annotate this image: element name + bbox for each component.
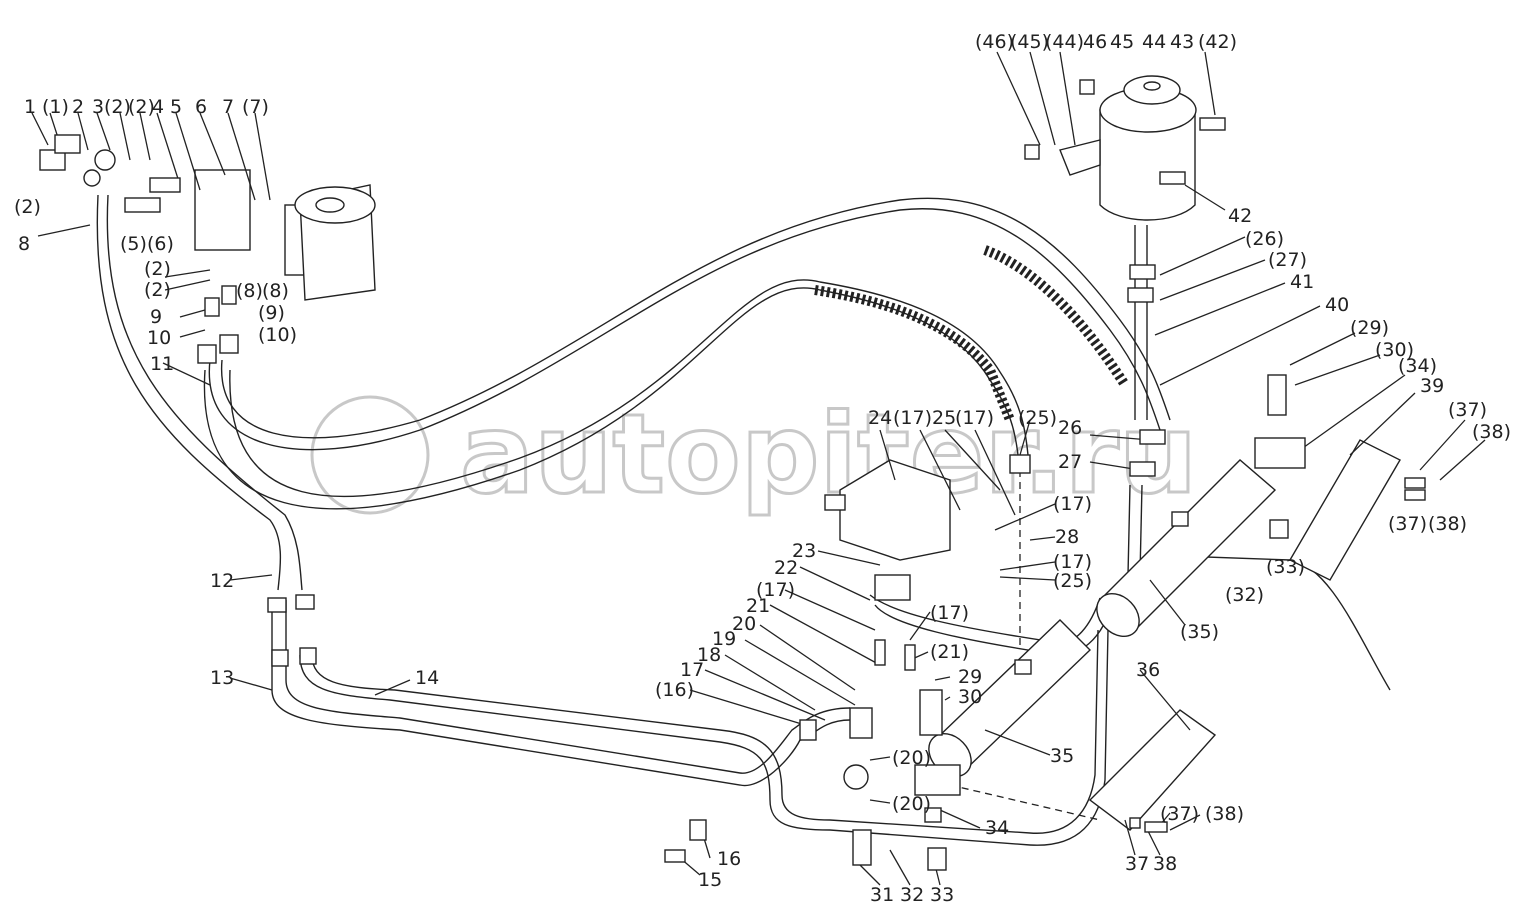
mounting-brackets [1088, 439, 1401, 831]
callout-labels: 1 (1) 2 3 (2) (2) 4 5 6 7 (7) (2) 8 (5) … [14, 31, 1511, 906]
callout-38-paren: (38) [1472, 421, 1511, 443]
callout-5: 5 [170, 96, 182, 118]
callout-45: 45 [1110, 31, 1134, 53]
callout-18: 18 [697, 644, 721, 666]
callout-44: 44 [1142, 31, 1166, 53]
callout-42: 42 [1228, 205, 1252, 227]
callout-33-paren: (33) [1266, 556, 1305, 578]
callout-16: 16 [717, 848, 741, 870]
callout-20: 20 [732, 613, 756, 635]
callout-10-paren: (10) [258, 324, 297, 346]
callout-22: 22 [774, 557, 798, 579]
callout-9: 9 [150, 306, 162, 328]
callout-6-paren: (6) [147, 233, 174, 255]
callout-2-paren-left: (2) [14, 196, 41, 218]
callout-2-paren-a: (2) [104, 96, 131, 118]
callout-9-paren: (9) [258, 302, 285, 324]
callout-37-paren-c: (37) [1160, 803, 1199, 825]
callout-17-paren-a: (17) [893, 407, 932, 429]
callout-34: 34 [985, 817, 1009, 839]
callout-34-paren: (34) [1398, 355, 1437, 377]
callout-25-paren-a: (25) [1018, 407, 1057, 429]
callout-17-paren-d: (17) [1053, 551, 1092, 573]
callout-37: 37 [1125, 853, 1149, 875]
callout-11: 11 [150, 353, 174, 375]
callout-8-paren-a: (8) [236, 280, 263, 302]
callout-39: 39 [1420, 375, 1444, 397]
callout-8-paren-b: (8) [262, 280, 289, 302]
callout-29-paren: (29) [1350, 317, 1389, 339]
callout-28: 28 [1055, 526, 1079, 548]
callout-15: 15 [698, 869, 722, 891]
dashed-alignment-lines [949, 470, 1101, 821]
callout-17-paren-e: (17) [756, 579, 795, 601]
callout-20-paren-b: (20) [892, 793, 931, 815]
callout-17-paren-b: (17) [955, 407, 994, 429]
callout-23: 23 [792, 540, 816, 562]
valve-block [824, 459, 951, 561]
callout-40: 40 [1325, 294, 1349, 316]
callout-2-paren-d: (2) [144, 279, 171, 301]
callout-32-paren: (32) [1225, 584, 1264, 606]
fittings [39, 79, 1426, 871]
callout-38: 38 [1153, 853, 1177, 875]
callout-35: 35 [1050, 745, 1074, 767]
callout-33: 33 [930, 884, 954, 906]
callout-26-paren: (26) [1245, 228, 1284, 250]
callout-5-paren: (5) [120, 233, 147, 255]
steering-unit [194, 169, 376, 301]
callout-19: 19 [712, 628, 736, 650]
callout-31: 31 [870, 884, 894, 906]
callout-38-paren-c: (38) [1205, 803, 1244, 825]
callout-37-paren: (37) [1448, 399, 1487, 421]
corrugated-sleeves [814, 245, 1130, 422]
callout-38-paren-b: (38) [1428, 513, 1467, 535]
callout-45-paren: (45) [1010, 31, 1049, 53]
callout-17-paren-c: (17) [1053, 493, 1092, 515]
callout-7-paren: (7) [242, 96, 269, 118]
callout-21-paren: (21) [930, 641, 969, 663]
callout-27-paren: (27) [1268, 249, 1307, 271]
callout-26: 26 [1058, 417, 1082, 439]
callout-2-paren-c: (2) [144, 258, 171, 280]
callout-3: 3 [92, 96, 104, 118]
callout-30: 30 [958, 686, 982, 708]
callout-4: 4 [152, 96, 164, 118]
callout-42-paren: (42) [1198, 31, 1237, 53]
callout-32: 32 [900, 884, 924, 906]
callout-12: 12 [210, 570, 234, 592]
callout-2: 2 [72, 96, 84, 118]
callout-13: 13 [210, 667, 234, 689]
callout-16-paren: (16) [655, 679, 694, 701]
callout-8: 8 [18, 233, 30, 255]
callout-10: 10 [147, 327, 171, 349]
callout-46-paren: (46) [975, 31, 1014, 53]
callout-25-paren-b: (25) [1053, 570, 1092, 592]
callout-46: 46 [1083, 31, 1107, 53]
callout-27: 27 [1058, 451, 1082, 473]
callout-24: 24 [868, 407, 892, 429]
callout-7: 7 [222, 96, 234, 118]
callout-43: 43 [1170, 31, 1194, 53]
callout-41: 41 [1290, 271, 1314, 293]
callout-17-paren-f: (17) [930, 602, 969, 624]
callout-25: 25 [932, 407, 956, 429]
callout-14: 14 [415, 667, 439, 689]
callout-36: 36 [1136, 659, 1160, 681]
callout-35-paren: (35) [1180, 621, 1219, 643]
callout-37-paren-b: (37) [1388, 513, 1427, 535]
oil-reservoir [1059, 75, 1197, 221]
callout-17: 17 [680, 659, 704, 681]
callout-6: 6 [195, 96, 207, 118]
callout-44-paren: (44) [1045, 31, 1084, 53]
callout-1: 1 [24, 96, 36, 118]
callout-2-paren-b: (2) [128, 96, 155, 118]
callout-21: 21 [746, 595, 770, 617]
callout-29: 29 [958, 666, 982, 688]
callout-1-paren: (1) [42, 96, 69, 118]
callout-20-paren-a: (20) [892, 747, 931, 769]
callout-30-paren: (30) [1375, 339, 1414, 361]
